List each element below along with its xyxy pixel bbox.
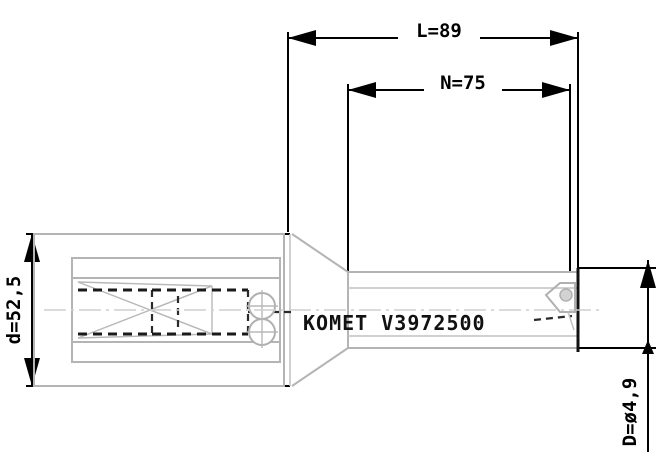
coolant-holes [246,290,278,348]
hidden-bore-lines [78,288,292,336]
insert-screw-hole [559,288,573,302]
dimension-label-overall-length: L=89 [416,20,462,42]
cutting-insert [533,282,576,331]
dim-label-bg-L [398,20,480,42]
dimension-overall-length: L=89 [287,20,579,268]
insert-chip-line [567,311,575,331]
taper-lower-edge [291,347,349,387]
construct-diag-4 [149,309,213,335]
construct-line-1 [77,281,213,287]
dim-label-bg-d [8,272,30,348]
dimension-label-neck-length: N=75 [440,72,486,94]
insert-hidden-edge [533,314,573,322]
dimension-cutting-diameter: D=ø4,9 [578,260,656,454]
taper-transition [291,233,349,387]
taper-upper-edge [291,233,349,273]
dim-arrow-D-upper [642,340,654,354]
dimension-label-cutting-diameter: D=ø4,9 [619,378,641,447]
dimension-label-shank-diameter: d=52,5 [3,276,25,345]
insert-outline [544,282,576,313]
dim-label-bg-N [424,70,502,94]
dimension-neck-length: N=75 [347,70,571,272]
engraved-part-marking: KOMET V3972500 [303,311,486,335]
dim-label-bg-D [624,372,646,454]
